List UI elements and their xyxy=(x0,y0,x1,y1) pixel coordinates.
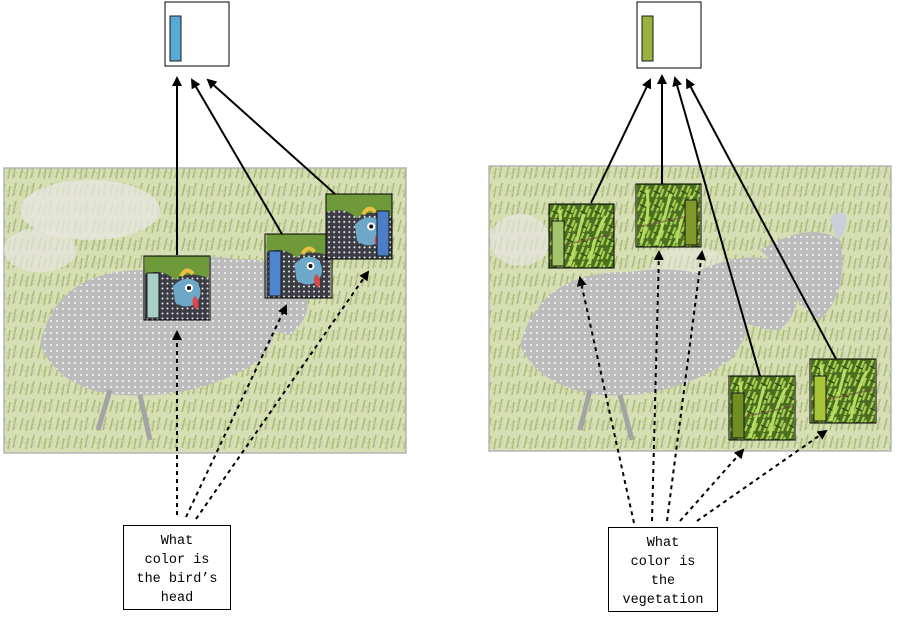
patch-color-bar xyxy=(551,220,565,267)
answer-color-bar-left xyxy=(169,15,182,62)
answer-box-right xyxy=(636,1,702,69)
patch-color-bar xyxy=(813,375,827,422)
answer-color-bar-right xyxy=(641,15,654,62)
question-box-right: What color is the vegetation xyxy=(608,527,718,612)
image-patch-right-2 xyxy=(635,183,702,248)
answer-box-left xyxy=(164,1,230,67)
image-patch-right-3 xyxy=(728,375,796,441)
patch-color-bar xyxy=(684,199,698,246)
query-arrows-right xyxy=(576,250,828,524)
attention-arrows-left xyxy=(172,76,336,255)
image-patch-left-1 xyxy=(143,255,211,321)
image-patch-right-1 xyxy=(548,203,615,269)
question-box-left: What color is the bird’s head xyxy=(123,525,231,610)
image-patch-left-2 xyxy=(264,233,333,299)
left-panel xyxy=(3,1,407,520)
patch-color-bar xyxy=(731,392,745,439)
right-panel xyxy=(488,1,892,524)
query-arrows-left xyxy=(172,270,370,520)
patch-color-bar xyxy=(376,210,390,257)
image-patch-left-3 xyxy=(325,193,393,260)
image-patch-right-4 xyxy=(809,358,877,424)
patch-color-bar xyxy=(268,250,282,297)
attention-arrows-right xyxy=(590,74,837,377)
patch-color-bar xyxy=(146,272,160,319)
